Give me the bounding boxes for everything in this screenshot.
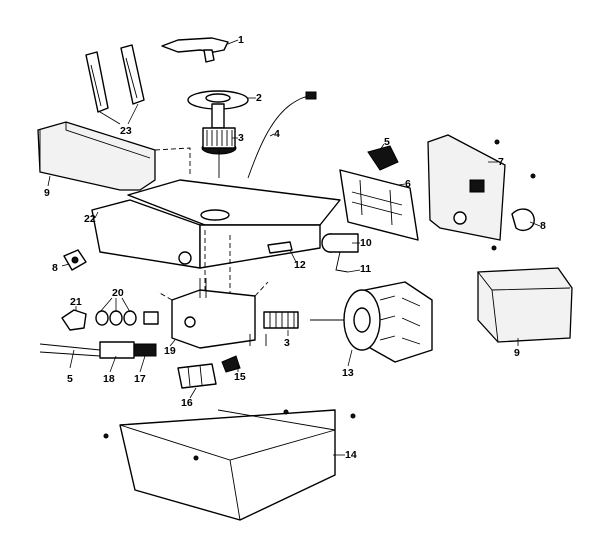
part-18-shaft: [99, 341, 135, 359]
part-12-clip: [267, 241, 293, 254]
part-13-motor: [310, 281, 433, 363]
part-21-cam: [61, 309, 87, 331]
part-16-terminal-block: [177, 363, 217, 389]
callout-16: 16: [181, 397, 193, 409]
callout-9-left: 9: [44, 187, 50, 199]
callout-2: 2: [256, 92, 262, 104]
callout-14: 14: [345, 449, 357, 461]
part-7-end-panel: [427, 134, 506, 241]
part-2-drive-collar: [187, 90, 249, 129]
part-17-switch: [133, 343, 157, 357]
callout-1: 1: [238, 34, 244, 46]
callout-15: 15: [234, 371, 246, 383]
part-10-capacitor: [321, 233, 359, 273]
callout-22: 22: [84, 213, 96, 225]
callouts: 1 2 3 4 5 6 7 8 10 11 12 13 14 15 16 17 …: [44, 34, 546, 461]
callout-3-top: 3: [238, 132, 244, 144]
part-19-gear-housing: [157, 281, 269, 349]
callout-23: 23: [120, 125, 132, 137]
part-15-terminal: [221, 355, 241, 373]
part-23-light-lens-pair: [85, 44, 145, 113]
callout-7: 7: [498, 156, 504, 168]
callout-12: 12: [294, 259, 306, 271]
callout-8-right: 8: [540, 220, 546, 232]
callout-18: 18: [103, 373, 115, 385]
callout-4: 4: [274, 128, 280, 140]
part-20-washers: [95, 310, 159, 326]
part-3-worm-gear: [201, 127, 237, 178]
callout-11: 11: [360, 263, 371, 275]
part-8-right-socket: [511, 208, 535, 232]
callout-5-top: 5: [384, 136, 390, 148]
part-5-6-circuit-board: [339, 145, 419, 241]
leader-lines: [47, 39, 541, 456]
part-4-wire-harness: [247, 91, 317, 179]
part-14-bottom-tray: [119, 409, 336, 521]
callout-20: 20: [112, 287, 124, 299]
callout-5-bottom: 5: [67, 373, 73, 385]
callout-10: 10: [360, 237, 372, 249]
callout-9-right: 9: [514, 347, 520, 359]
callout-21: 21: [70, 296, 82, 308]
callout-6: 6: [405, 178, 411, 190]
callout-17: 17: [134, 373, 146, 385]
callout-3-bottom: 3: [284, 337, 290, 349]
part-22-chassis: [91, 179, 341, 300]
callout-13: 13: [342, 367, 354, 379]
part-3-pinion: [263, 311, 299, 329]
part-5-cord: [39, 343, 101, 357]
part-9-right-cover: [477, 267, 573, 343]
part-8-left-socket: [63, 249, 87, 271]
part-9-left-cover: [37, 121, 191, 191]
callout-19: 19: [164, 345, 176, 357]
callout-8-left: 8: [52, 262, 58, 274]
screws: [103, 139, 536, 461]
part-1-bracket: [161, 37, 229, 63]
